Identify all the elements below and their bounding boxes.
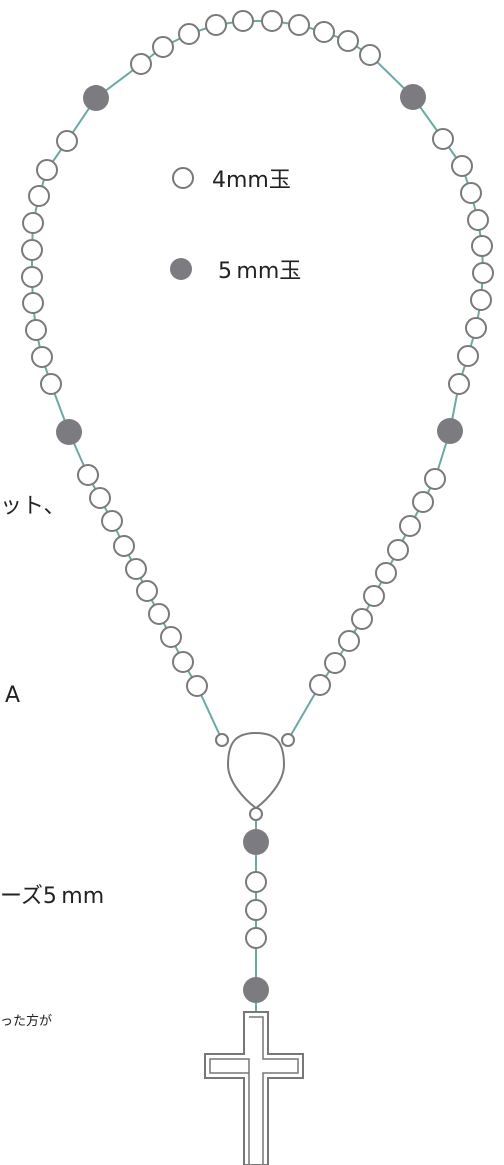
loop-bead-4-small — [149, 604, 169, 624]
loop-bead-34-small — [433, 129, 453, 149]
large-bead-legend-label: 5 mm玉 — [218, 253, 301, 285]
loop-bead-20-small — [37, 160, 57, 180]
loop-bead-30-small — [314, 22, 334, 42]
side-text-line4: った方が — [0, 1010, 52, 1029]
loop-bead-51-small — [352, 609, 372, 629]
loop-bead-28-small — [262, 11, 282, 31]
loop-bead-26-small — [206, 15, 226, 35]
loop-bead-44-large — [437, 418, 463, 444]
loop-bead-52-small — [339, 631, 359, 651]
loop-bead-49-small — [376, 563, 396, 583]
medal-jump-ring — [250, 808, 262, 820]
loop-bead-8-small — [102, 511, 122, 531]
loop-bead-41-small — [466, 318, 486, 338]
loop-bead-12-small — [41, 374, 61, 394]
tail-bead-4-large — [243, 977, 269, 1003]
loop-bead-2-small — [173, 652, 193, 672]
tail-bead-3-small — [246, 928, 266, 948]
loop-bead-0-jump-ring — [216, 734, 228, 746]
loop-bead-36-small — [461, 183, 481, 203]
legend-small-bead: 4mm玉 — [172, 162, 291, 194]
loop-bead-33-large — [400, 84, 426, 110]
loop-bead-37-small — [468, 210, 488, 230]
loop-bead-11-large — [56, 419, 82, 445]
small-bead-legend-icon — [172, 167, 194, 189]
center-medal-group — [228, 733, 284, 820]
loop-bead-46-small — [413, 492, 433, 512]
loop-bead-38-small — [472, 236, 492, 256]
loop-bead-43-small — [449, 374, 469, 394]
loop-bead-16-small — [22, 267, 42, 287]
loop-bead-15-small — [23, 293, 43, 313]
loop-bead-47-small — [400, 516, 420, 536]
loop-bead-18-small — [23, 213, 43, 233]
side-text-line2: A — [5, 683, 20, 708]
large-bead-legend-icon — [170, 258, 192, 280]
tail-bead-2-small — [246, 900, 266, 920]
loop-wire — [32, 21, 483, 740]
loop-bead-39-small — [473, 263, 493, 283]
small-bead-legend-label: 4mm玉 — [212, 162, 291, 194]
loop-bead-55-jump-ring — [282, 734, 294, 746]
loop-bead-42-small — [458, 346, 478, 366]
tail-bead-0-large — [243, 829, 269, 855]
loop-bead-50-small — [364, 586, 384, 606]
cross-pendant — [205, 1012, 303, 1165]
loop-bead-31-small — [338, 31, 358, 51]
bead-chain — [22, 11, 493, 1003]
loop-bead-24-small — [153, 37, 173, 57]
loop-bead-7-small — [114, 536, 134, 556]
loop-bead-9-small — [90, 488, 110, 508]
loop-bead-53-small — [325, 653, 345, 673]
loop-bead-23-small — [131, 54, 151, 74]
legend-large-bead: 5 mm玉 — [170, 253, 301, 285]
loop-bead-22-large — [83, 85, 109, 111]
loop-bead-19-small — [29, 186, 49, 206]
loop-bead-6-small — [126, 559, 146, 579]
loop-bead-29-small — [289, 15, 309, 35]
loop-bead-1-small — [187, 676, 207, 696]
loop-bead-35-small — [452, 156, 472, 176]
loop-bead-54-small — [310, 675, 330, 695]
loop-bead-3-small — [161, 627, 181, 647]
cross-outline — [205, 1012, 303, 1165]
loop-bead-5-small — [137, 581, 157, 601]
loop-bead-21-small — [57, 131, 77, 151]
loop-bead-45-small — [425, 469, 445, 489]
loop-bead-25-small — [179, 24, 199, 44]
side-text-line3: ーズ5 mm — [0, 878, 104, 910]
loop-bead-48-small — [388, 540, 408, 560]
loop-bead-27-small — [233, 11, 253, 31]
loop-bead-10-small — [78, 465, 98, 485]
loop-bead-32-small — [360, 45, 380, 65]
loop-bead-13-small — [32, 347, 52, 367]
loop-bead-14-small — [26, 320, 46, 340]
tail-bead-1-small — [246, 872, 266, 892]
loop-bead-17-small — [22, 240, 42, 260]
center-medal — [228, 733, 284, 808]
loop-bead-40-small — [471, 290, 491, 310]
side-text-line1: ット、 — [0, 488, 66, 520]
